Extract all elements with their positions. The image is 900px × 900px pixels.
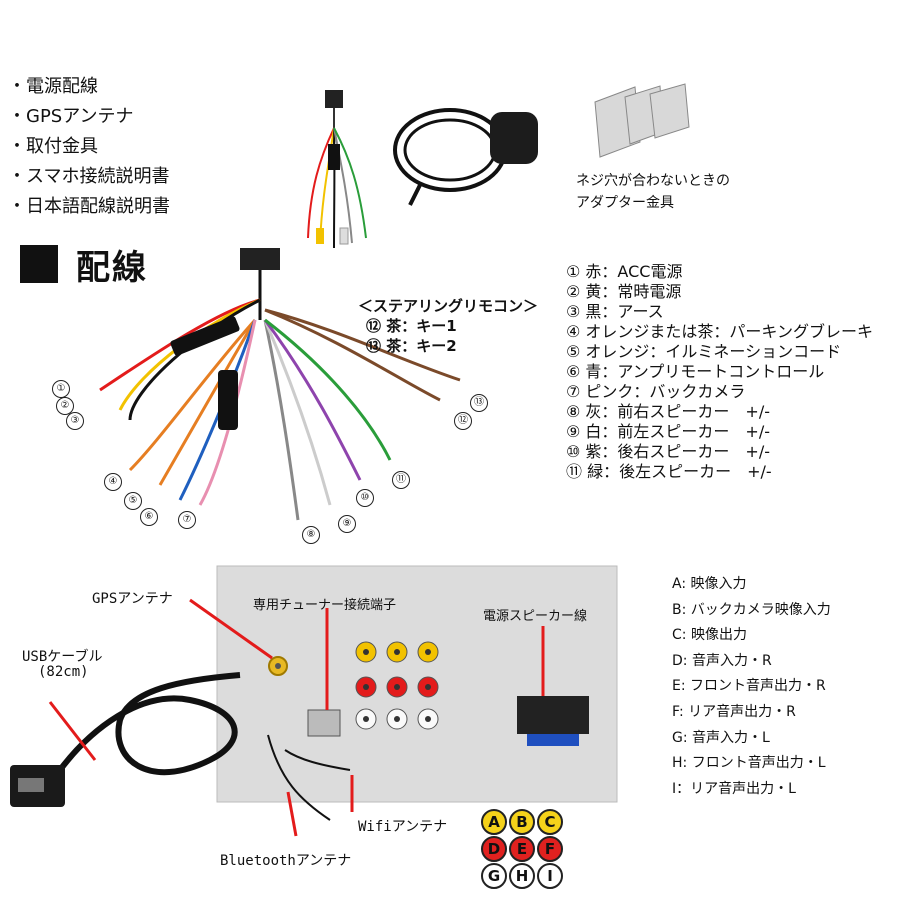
wire-legend-item: ② 黄：常時電源 xyxy=(566,282,682,301)
port-badge: F xyxy=(537,836,563,862)
bracket-caption-line: アダプター金具 xyxy=(576,195,674,211)
port-legend-item: D: 音声入力・R xyxy=(672,652,772,669)
wire-legend-item: ⑤ オレンジ：イルミネーションコード xyxy=(566,342,842,361)
rear-panel-diagram xyxy=(10,565,618,837)
wire-number: ④ xyxy=(104,473,122,491)
wire-legend-item: ⑥ 青：アンプリモートコントロール xyxy=(566,362,825,381)
accessory-item: ・日本語配線説明書 xyxy=(8,196,170,217)
port-legend-item: A: 映像入力 xyxy=(672,576,747,592)
port-badge: D xyxy=(481,836,507,862)
port-badge: C xyxy=(537,809,563,835)
wire-legend-item: ⑧ 灰：前右スピーカー +/- xyxy=(566,402,771,421)
tuner-callout: 専用チューナー接続端子 xyxy=(253,598,397,613)
square-icon xyxy=(20,245,58,283)
port-badge: G xyxy=(481,863,507,889)
wire-legend-item: ⑩ 紫：後右スピーカー +/- xyxy=(566,442,771,461)
accessory-item: ・取付金具 xyxy=(8,136,98,157)
bracket-photo xyxy=(594,83,690,158)
wire-legend-item: ① 赤：ACC電源 xyxy=(566,262,683,281)
port-legend-item: B: バックカメラ映像入力 xyxy=(672,601,831,618)
wire-number: ⑫ xyxy=(454,412,472,430)
wire-number: ⑥ xyxy=(140,508,158,526)
wire-number: ⑬ xyxy=(470,394,488,412)
port-legend-item: C: 映像出力 xyxy=(672,627,747,644)
accessory-list: ・電源配線 ・GPSアンテナ ・取付金具 ・スマホ接続説明書 ・日本語配線説明書 xyxy=(8,72,170,222)
bluetooth-callout: Bluetoothアンテナ xyxy=(220,853,352,869)
power-callout: 電源スピーカー線 xyxy=(483,609,588,624)
port-legend: A: 映像入力 B: バックカメラ映像入力 C: 映像出力 D: 音声入力・R … xyxy=(672,572,831,802)
wire-number: ⑧ xyxy=(302,526,320,544)
wire-number: ⑩ xyxy=(356,489,374,507)
wire-number: ② xyxy=(56,397,74,415)
wire-number: ① xyxy=(52,380,70,398)
steering-title: ＜ステアリングリモコン＞ xyxy=(358,297,539,315)
port-legend-item: E: フロント音声出力・R xyxy=(672,678,826,695)
port-legend-item: F: リア音声出力・R xyxy=(672,703,796,720)
bracket-caption-line: ネジ穴が合わないときの xyxy=(576,173,730,189)
wire-number: ③ xyxy=(66,412,84,430)
port-badge: H xyxy=(509,863,535,889)
port-legend-item: H: フロント音声出力・L xyxy=(672,755,826,772)
accessory-item: ・スマホ接続説明書 xyxy=(8,166,170,187)
accessory-item: ・電源配線 xyxy=(8,76,98,97)
section-title: 配線 xyxy=(20,240,148,289)
wire-legend-item: ③ 黒：アース xyxy=(566,302,664,321)
gps-callout: GPSアンテナ xyxy=(92,591,173,607)
port-badge: A xyxy=(481,809,507,835)
wifi-callout: Wifiアンテナ xyxy=(358,819,448,835)
usb-callout: USBケーブル xyxy=(22,649,103,665)
usb-length: (82cm) xyxy=(38,664,89,680)
wire-legend-item: ④ オレンジまたは茶：パーキングブレーキ xyxy=(566,322,873,341)
port-badge: E xyxy=(509,836,535,862)
port-legend-item: G: 音声入力・L xyxy=(672,729,770,746)
steering-item: ⑫ 茶：キー1 xyxy=(366,317,457,335)
wire-legend-item: ⑨ 白：前左スピーカー +/- xyxy=(566,422,771,441)
wire-legend-item: ⑦ ピンク：バックカメラ xyxy=(566,382,746,401)
accessory-item: ・GPSアンテナ xyxy=(8,106,134,127)
section-title-text: 配線 xyxy=(76,248,148,288)
port-badge: I xyxy=(537,863,563,889)
gps-antenna-photo xyxy=(393,108,538,206)
wire-number: ⑨ xyxy=(338,515,356,533)
wire-number: ⑤ xyxy=(124,492,142,510)
steering-item: ⑬ 茶：キー2 xyxy=(366,337,457,355)
wire-number: ⑦ xyxy=(178,511,196,529)
wiring-harness-diagram xyxy=(99,248,461,521)
wire-number: ⑪ xyxy=(392,471,410,489)
wire-legend: ① 赤：ACC電源 ② 黄：常時電源 ③ 黒：アース ④ オレンジまたは茶：パー… xyxy=(566,262,873,482)
steering-remote-block: ＜ステアリングリモコン＞ ⑫ 茶：キー1 ⑬ 茶：キー2 xyxy=(358,296,538,356)
port-badge: B xyxy=(509,809,535,835)
bracket-caption: ネジ穴が合わないときの アダプター金具 xyxy=(576,170,730,214)
wire-legend-item: ⑪ 緑：後左スピーカー +/- xyxy=(566,462,772,481)
port-legend-item: I：リア音声出力・L xyxy=(672,780,796,797)
harness-photo xyxy=(307,90,367,249)
